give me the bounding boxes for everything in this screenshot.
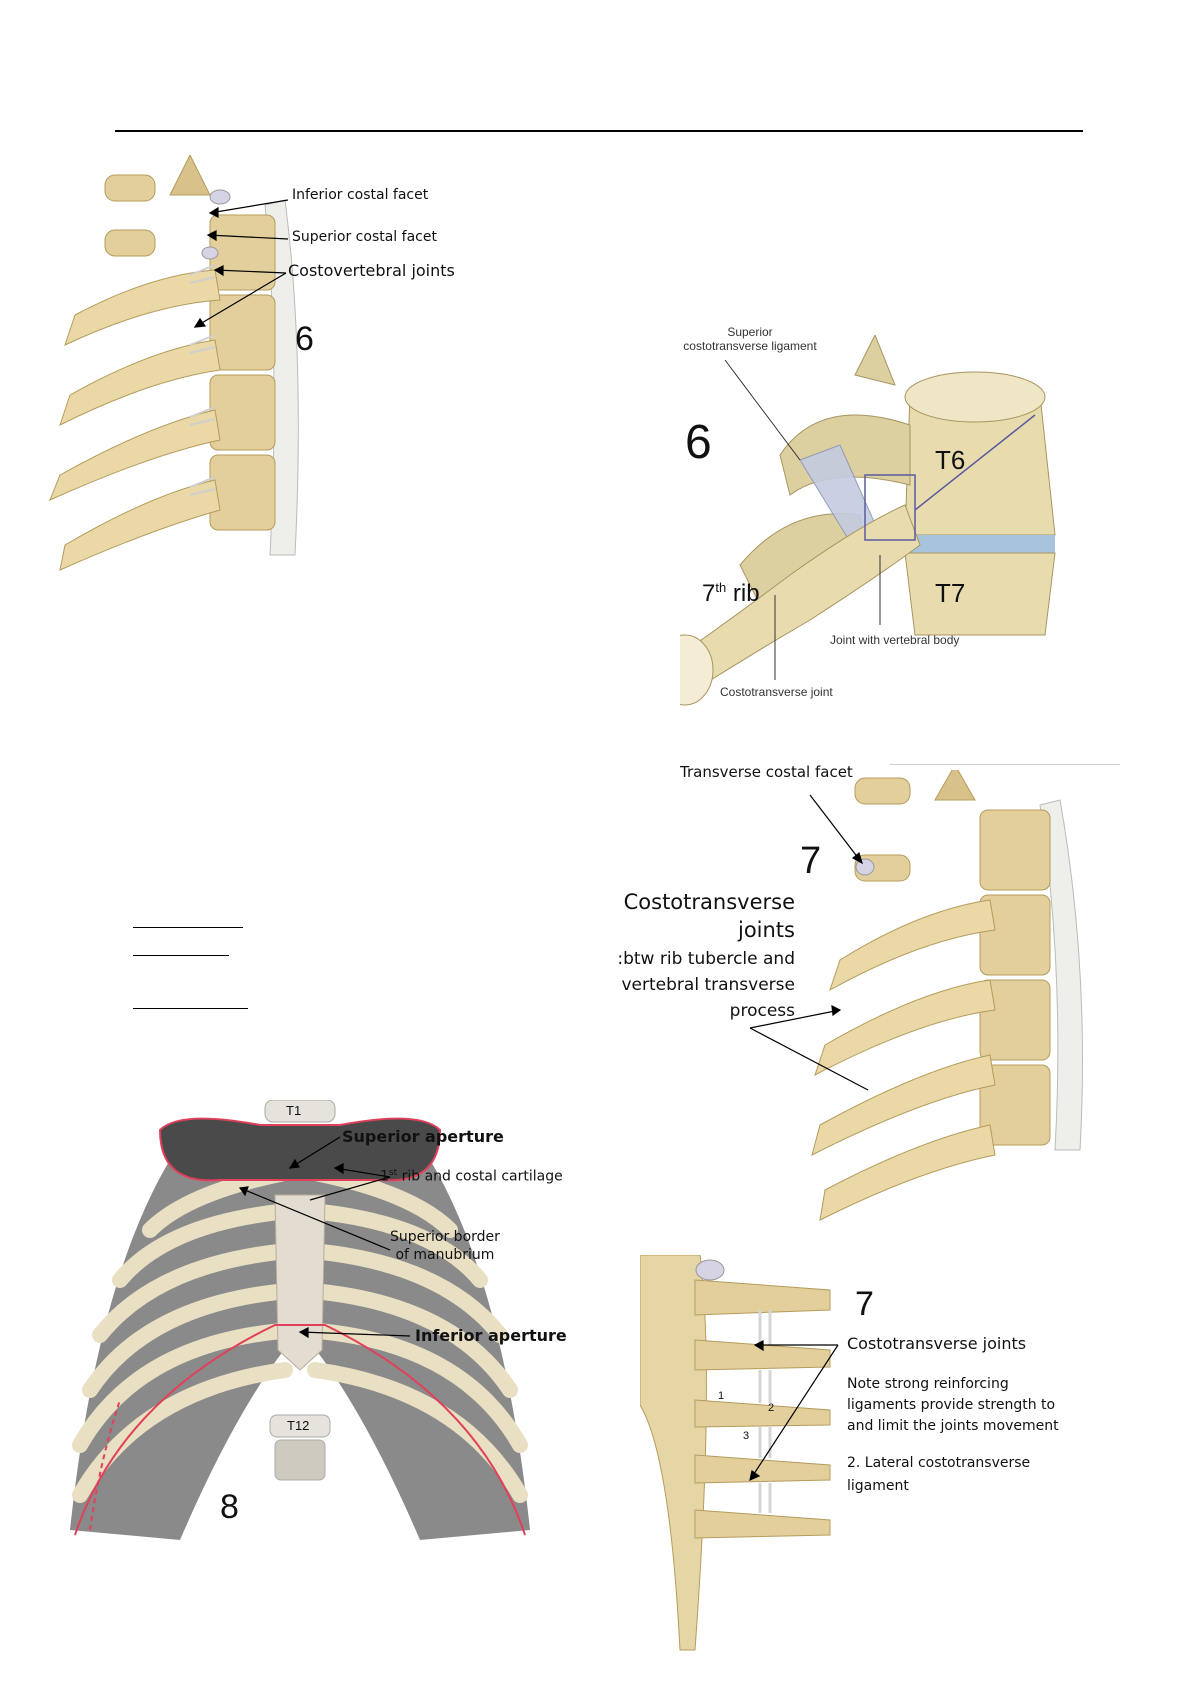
facet — [695, 1259, 725, 1281]
rib — [59, 339, 221, 426]
label-t12: T12 — [287, 1418, 310, 1433]
figure-6-lateral-spine: Inferior costal facet Superior costal fa… — [40, 153, 500, 575]
rib — [59, 479, 221, 571]
figure-number: 6 — [295, 320, 314, 358]
leader-lines — [749, 1340, 839, 1482]
transverse-process — [104, 229, 156, 257]
vertebra-t12 — [269, 1414, 331, 1438]
rib — [829, 899, 996, 992]
vertebra-body — [209, 454, 276, 531]
label-number-1: 1 — [718, 1390, 725, 1402]
label-costotransverse-joint: Costotransverse joint — [720, 685, 833, 699]
blank-line — [133, 1008, 248, 1009]
inferior-aperture-dashed — [89, 1399, 121, 1531]
label-number-3: 3 — [743, 1430, 750, 1442]
label-superior-border-manubrium: Superior border of manubrium — [390, 1229, 500, 1263]
vertebra-body — [209, 294, 276, 371]
vertebra-body — [979, 809, 1051, 891]
spine-lateral-illustration — [49, 153, 299, 571]
costal-facet — [209, 189, 231, 205]
figure-8-thoracic-apertures: T1 T12 Superior aperture 1st rib and cos… — [60, 1099, 580, 1560]
ligament-fibers — [189, 264, 216, 496]
label-superior-costotransverse-ligament: Superior costotransverse ligament — [683, 325, 817, 353]
label-inferior-costal-facet: Inferior costal facet — [292, 187, 429, 203]
spinous-process — [854, 333, 896, 386]
sternum — [274, 1194, 326, 1371]
label-transverse-costal-facet: Transverse costal facet — [680, 763, 853, 781]
label-first-rib-costal-cartilage: 1st rib and costal cartilage — [380, 1168, 563, 1185]
label-superior-costal-facet: Superior costal facet — [292, 229, 437, 245]
label-costovertebral-joints: Costovertebral joints — [288, 261, 455, 280]
label-inferior-aperture: Inferior aperture — [415, 1326, 567, 1345]
ligament-fibers — [758, 1310, 772, 1513]
inferior-aperture-outline — [74, 1324, 526, 1536]
figure-7-costotransverse-ligaments: 7 Costotransverse joints Note strong rei… — [639, 1254, 1160, 1655]
label-costotransverse-description: :btw rib tubercle and vertebral transver… — [617, 949, 795, 1021]
transverse-process — [854, 777, 911, 805]
vertebra-t1 — [264, 1099, 336, 1123]
label-t1: T1 — [286, 1103, 302, 1118]
blank-line — [133, 927, 243, 928]
spinous-process — [169, 153, 211, 196]
spinous-process — [934, 763, 976, 801]
label-7th-rib: 7th rib — [702, 580, 760, 607]
vertebra-lumbar — [274, 1439, 326, 1481]
rib — [49, 409, 221, 501]
label-number-2: 2 — [768, 1402, 775, 1414]
transverse-costal-facet — [855, 858, 875, 876]
label-superior-aperture: Superior aperture — [342, 1127, 504, 1146]
rib — [814, 979, 996, 1077]
vertebra-top-surface — [904, 371, 1046, 423]
costal-facet — [201, 246, 219, 260]
vertebra-illustration — [656, 333, 1056, 706]
rib — [811, 1054, 996, 1156]
joint-highlight-box — [864, 474, 916, 541]
vertebra-body — [979, 1064, 1051, 1146]
label-lateral-costotransverse-ligament: 2. Lateral costotransverse ligament — [847, 1455, 1031, 1494]
superior-aperture-ring — [158, 1117, 442, 1182]
rib — [819, 1124, 996, 1221]
transverse-processes — [694, 1279, 831, 1539]
spine-posterior-closeup — [639, 1254, 831, 1651]
divider — [890, 764, 1120, 765]
leader-lines — [724, 359, 881, 680]
figure-7-costotransverse-joints: Transverse costal facet 7 Costotransvers… — [600, 763, 1120, 1240]
joint-pointer — [914, 414, 1036, 511]
vertebra-body — [979, 894, 1051, 976]
intervertebral-disc — [905, 535, 1055, 553]
thoracic-cage-illustration — [70, 1099, 530, 1540]
label-costotransverse-joints: Costotransverse joints — [623, 890, 795, 942]
ligament-band — [1039, 799, 1083, 1151]
blank-line — [133, 955, 229, 956]
spinous-column — [639, 1254, 707, 1651]
figure-number: 7 — [855, 1285, 874, 1323]
label-costotransverse-joints: Costotransverse joints — [847, 1334, 1027, 1353]
figure-6-vertebra-t6-t7: Superior costotransverse ligament 6 T6 T… — [656, 325, 1120, 755]
label-t6: T6 — [935, 445, 966, 475]
figure-number: 7 — [800, 840, 822, 882]
figure-number: 6 — [685, 416, 712, 469]
vertebra-body-t7 — [904, 552, 1056, 636]
vertebra-body — [209, 214, 276, 291]
label-joint-with-vertebral-body: Joint with vertebral body — [830, 633, 960, 647]
transverse-process — [104, 174, 156, 202]
label-note: Note strong reinforcing ligaments provid… — [847, 1376, 1059, 1434]
spine-posterior-illustration — [749, 763, 1083, 1221]
leader-lines — [238, 1136, 411, 1339]
leader-lines — [193, 199, 289, 328]
vertebra-body — [979, 979, 1051, 1061]
figure-number: 8 — [220, 1488, 239, 1526]
label-t7: T7 — [935, 578, 966, 608]
header-rule — [115, 130, 1083, 132]
rib — [64, 269, 221, 346]
ribs — [72, 1162, 528, 1503]
leader-lines — [749, 794, 869, 1091]
